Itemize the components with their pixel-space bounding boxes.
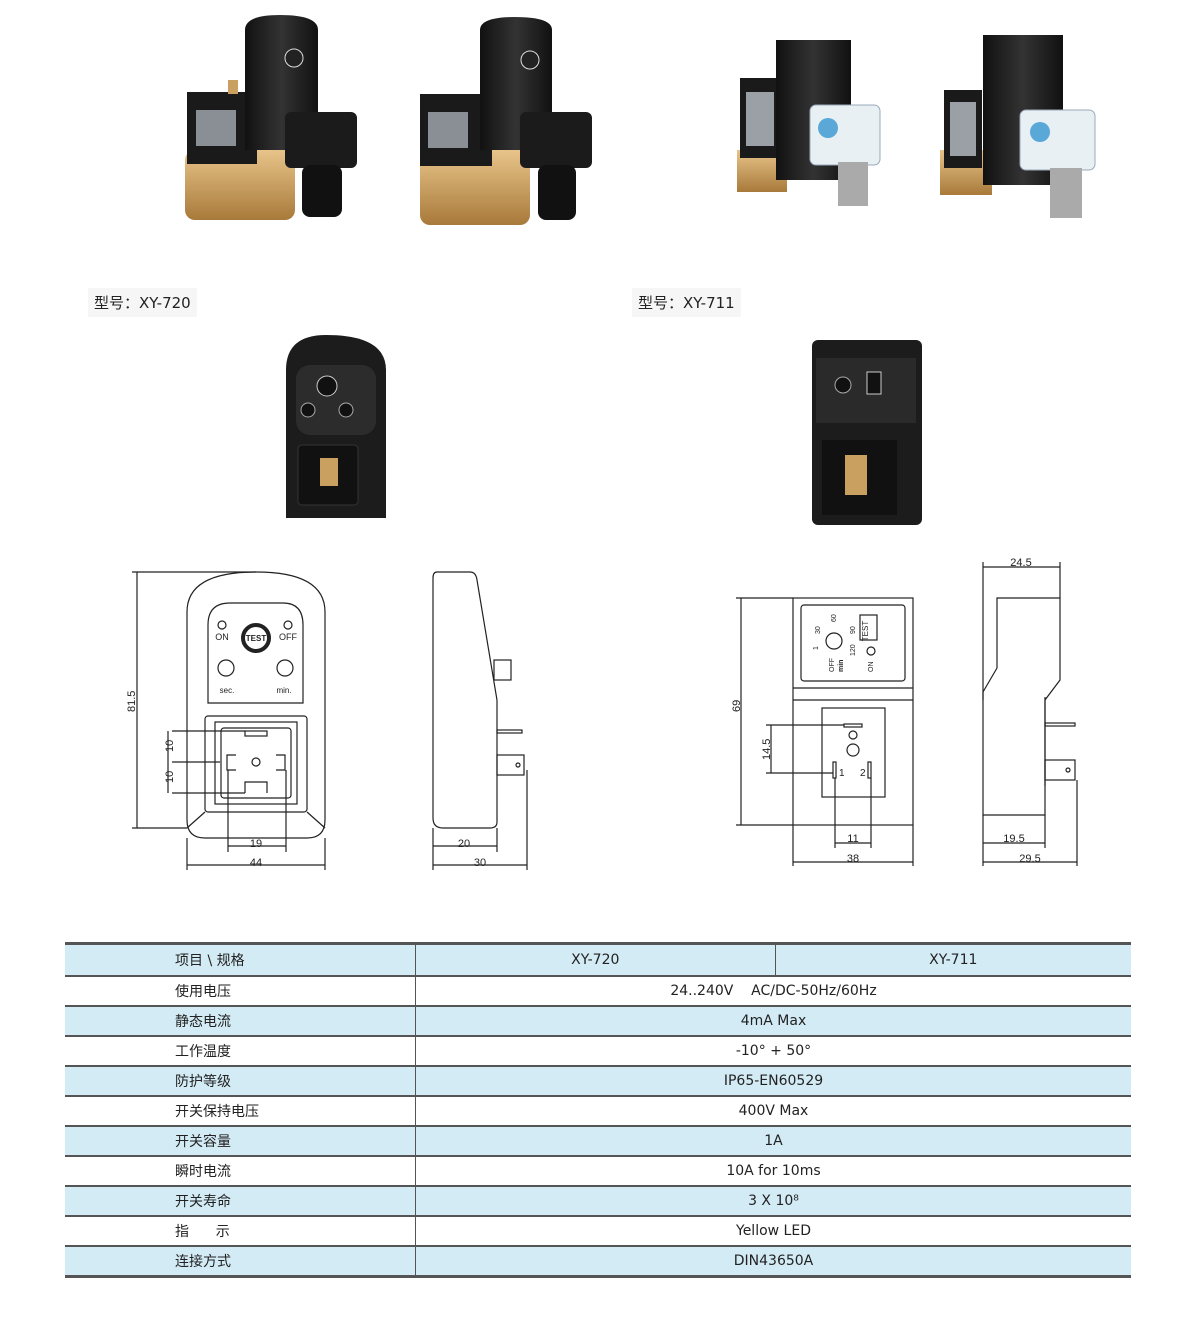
pin-1-label: 1	[839, 768, 845, 779]
row-label: 使用电压	[65, 975, 416, 1006]
header-xy720: XY-720	[415, 942, 776, 976]
min-label: min.	[276, 686, 291, 695]
xy720-photo-2	[420, 17, 592, 225]
row-value: 4mA Max	[415, 1005, 1131, 1036]
row-label: 开关容量	[65, 1125, 416, 1156]
dim-width-xy720: 44	[250, 857, 262, 869]
xy720-timer-closeup	[286, 335, 386, 518]
model-label-xy711: 型号：XY-711	[632, 288, 741, 317]
row-value: 10A for 10ms	[415, 1155, 1131, 1186]
dial-711-60: 60	[831, 614, 838, 622]
dim-pin-span-xy711: 11	[847, 833, 858, 845]
row-value: 1A	[415, 1125, 1131, 1156]
xy711-photo-2	[940, 35, 1096, 218]
dim-top-xy711-side: 24.5	[1010, 557, 1031, 569]
row-value: 3 X 10⁸	[415, 1185, 1131, 1216]
xy720-front-drawing	[132, 571, 326, 870]
dimension-drawings: ON OFF TEST sec. min. 81.5 10 10 19 44 2…	[126, 557, 1078, 870]
row-label: 瞬时电流	[65, 1155, 416, 1186]
row-value: Yellow LED	[415, 1215, 1131, 1246]
row-label: 开关寿命	[65, 1185, 416, 1216]
product-photos	[185, 15, 1096, 525]
row-label: 连接方式	[65, 1245, 416, 1278]
dim-pin-span-xy720: 19	[250, 838, 262, 850]
on-label: ON	[215, 632, 229, 642]
dim-depth-xy711-side: 29.5	[1019, 853, 1040, 865]
dim-inner-xy711-side: 19.5	[1003, 833, 1024, 845]
dial-711-30: 30	[815, 626, 822, 634]
dim-pin-b-xy720: 10	[164, 771, 176, 783]
header-item: 项目 \ 规格	[65, 942, 416, 976]
xy711-side-drawing	[982, 562, 1078, 866]
row-label: 静态电流	[65, 1005, 416, 1036]
table-header-row: 项目 \ 规格 XY-720 XY-711	[65, 942, 1131, 976]
test-button-label: TEST	[246, 634, 267, 643]
pin-2-label: 2	[860, 768, 866, 779]
header-xy711: XY-711	[775, 942, 1131, 976]
dial-711-1: 1	[813, 646, 820, 650]
xy711-front-drawing	[736, 597, 914, 866]
dial-711-120: 120	[850, 644, 857, 656]
row-value: -10° + 50°	[415, 1035, 1131, 1066]
model-label-xy720: 型号：XY-720	[88, 288, 197, 317]
sec-label: sec.	[220, 686, 235, 695]
row-label: 防护等级	[65, 1065, 416, 1096]
xy720-photo-1	[185, 15, 357, 220]
row-label: 指 示	[65, 1215, 416, 1246]
xy720-side-drawing	[432, 571, 528, 870]
row-value: IP65-EN60529	[415, 1065, 1131, 1096]
dim-pin-height-xy711: 14.5	[761, 739, 773, 760]
row-label: 开关保持电压	[65, 1095, 416, 1126]
xy711-timer-closeup	[812, 340, 922, 525]
row-label: 工作温度	[65, 1035, 416, 1066]
off-711-label: OFF	[829, 658, 836, 672]
xy711-photo-1	[737, 40, 881, 206]
table-row: 工作温度-10° + 50°	[65, 1035, 1131, 1066]
dim-pin-a-xy720: 10	[164, 740, 176, 752]
row-value: 24..240V AC/DC-50Hz/60Hz	[415, 975, 1131, 1006]
on-711-label: ON	[868, 662, 875, 673]
dial-711-90: 90	[850, 626, 857, 634]
test-button-711-label: TEST	[861, 621, 870, 642]
dim-depth-xy720-side: 30	[474, 857, 486, 869]
dim-width-xy711: 38	[847, 853, 859, 865]
dim-inner-xy720-side: 20	[458, 838, 470, 850]
dim-height-xy711: 69	[731, 700, 743, 712]
off-label: OFF	[279, 632, 297, 642]
min-711-label: min	[838, 660, 845, 672]
dim-height-xy720: 81.5	[126, 691, 138, 712]
row-value: 400V Max	[415, 1095, 1131, 1126]
row-value: DIN43650A	[415, 1245, 1131, 1278]
